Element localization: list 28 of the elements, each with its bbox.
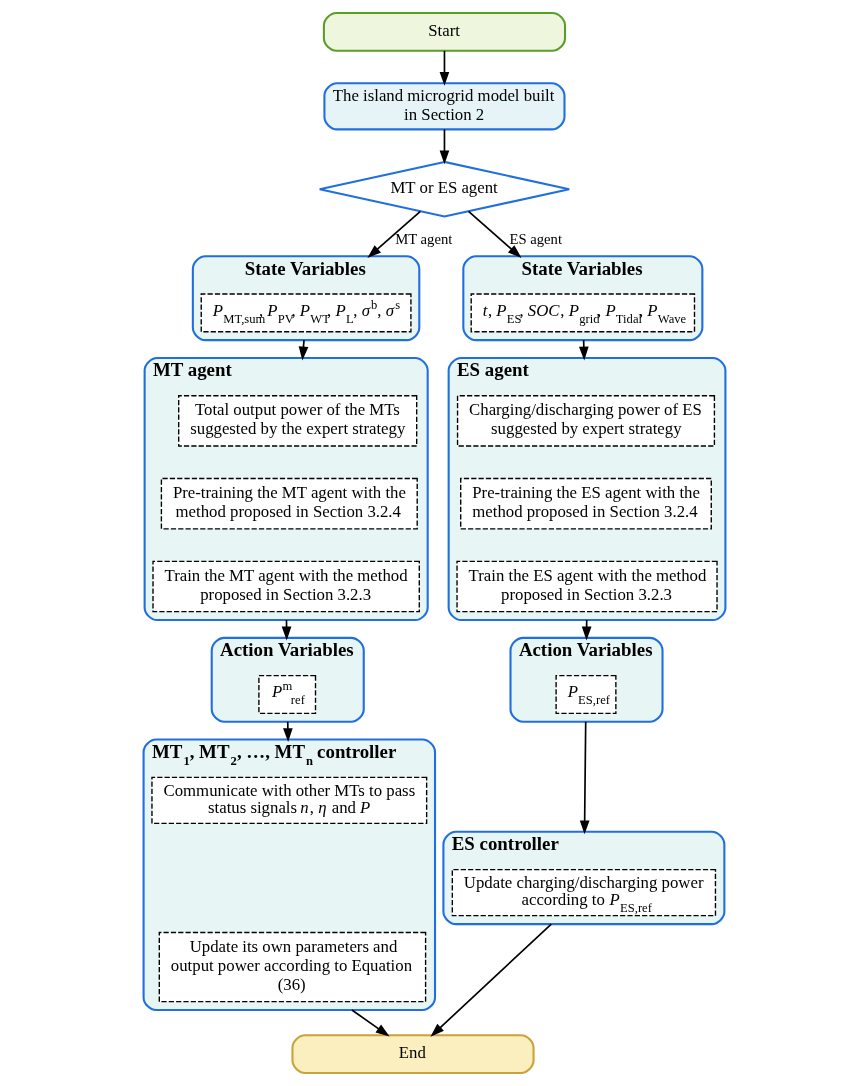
arrow — [439, 50, 449, 86]
node-box: Total output power of the MTs suggested by the expert strategy — [177, 395, 417, 447]
arrow — [579, 720, 589, 835]
node-diamond: MT or ES agent — [318, 160, 570, 218]
arrow — [350, 1009, 390, 1037]
node-box: Charging/discharging power of ES suggested by expert strategy — [456, 395, 715, 447]
node-box: t, P$_{ES}$, SOC, P$_{grid}$, P$_{Tidal}$, P$_{Wave}$ — [470, 293, 695, 333]
node-box: Train the ES agent with the method proposed in Section 3.2.3 — [455, 560, 718, 613]
arrow — [298, 339, 308, 361]
node-box: P$_{MT,sum}$, P$_{PV}$, P$_{WT}$, P$_{L}$, σ$^{b}$, σ$^{s}$ — [200, 293, 412, 333]
node-box: Communicate with other MTs to pass status signals n, η and P — [150, 776, 427, 825]
node-box: Pre-training the ES agent with the method proposed in Section 3.2.4 — [459, 477, 712, 530]
node-box: The island microgrid model built in Section 2 — [322, 82, 566, 131]
arrow — [282, 720, 293, 743]
edge-label: ES agent — [508, 230, 562, 247]
node-box: Update its own parameters and output power according to Equation (36) — [158, 931, 426, 1003]
edge-label: MT agent — [394, 230, 452, 247]
node-box: Update charging/discharging power according to P$_{ES,ref}$ — [451, 868, 716, 917]
arrow — [439, 128, 449, 165]
node-box: End — [290, 1034, 535, 1074]
node-box: Train the MT agent with the method proposed in Section 3.2.3 — [151, 560, 420, 613]
node-box: Pre-training the MT agent with the method proposed in Section 3.2.4 — [160, 477, 418, 530]
arrow — [467, 210, 522, 258]
arrow — [366, 210, 421, 258]
arrow — [429, 923, 552, 1037]
arrow — [578, 339, 589, 361]
node-box: Start — [322, 12, 566, 52]
node-box: P$_{ES,ref}$ — [554, 674, 617, 715]
